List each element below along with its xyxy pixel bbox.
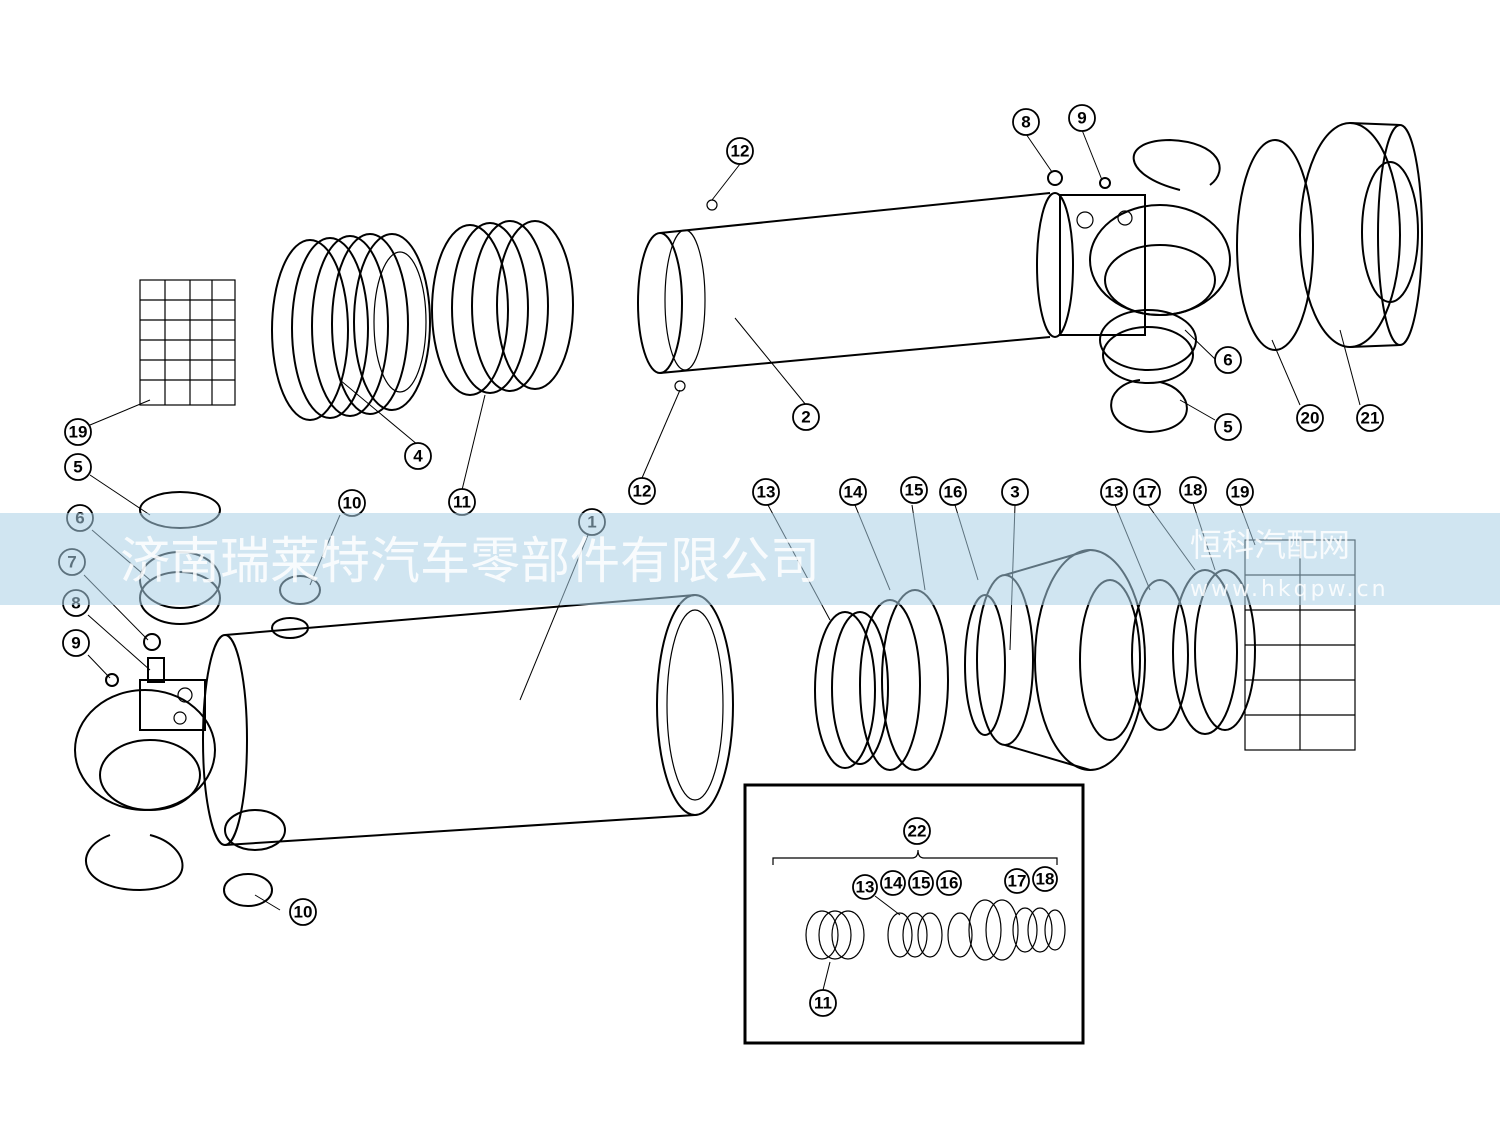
svg-text:18: 18 xyxy=(1036,870,1055,889)
svg-text:16: 16 xyxy=(940,874,959,893)
svg-text:10: 10 xyxy=(343,494,362,513)
svg-text:14: 14 xyxy=(884,874,903,893)
svg-text:3: 3 xyxy=(1010,483,1019,502)
nut-9 xyxy=(105,673,119,687)
callout-10-top: 10 xyxy=(338,489,366,517)
svg-text:19: 19 xyxy=(1231,483,1250,502)
snap-ring-top xyxy=(1132,138,1221,191)
svg-text:9: 9 xyxy=(1077,109,1086,128)
callout-10-bottom: 10 xyxy=(289,898,317,926)
svg-text:17: 17 xyxy=(1138,483,1157,502)
watermark-site-name: 恒科汽配网 xyxy=(1190,526,1350,564)
callout-18-inset: 18 xyxy=(1032,866,1058,892)
bolt-set-top xyxy=(139,279,236,406)
svg-text:13: 13 xyxy=(1105,483,1124,502)
svg-text:19: 19 xyxy=(69,423,88,442)
callout-12-mid: 12 xyxy=(628,477,656,505)
callout-3: 3 xyxy=(1001,478,1029,506)
callout-13-inset: 13 xyxy=(852,874,878,900)
watermark: 济南瑞莱特汽车零部件有限公司 恒科汽配网 www.hkqpw.cn xyxy=(0,513,1500,605)
plug-8 xyxy=(147,657,165,683)
rod-eye-top xyxy=(1036,170,1231,338)
cover-21 xyxy=(1299,122,1423,348)
callout-14-mid: 14 xyxy=(839,478,867,506)
svg-text:17: 17 xyxy=(1008,872,1027,891)
callout-13-mid: 13 xyxy=(752,478,780,506)
callout-16-inset: 16 xyxy=(936,870,962,896)
callout-20: 20 xyxy=(1296,404,1324,432)
ring-15 xyxy=(881,589,949,771)
ring-14 xyxy=(859,599,921,771)
ring-13-bottom xyxy=(814,611,889,769)
plug-10-bottom xyxy=(223,873,273,907)
snap-ring-bottom xyxy=(85,834,184,892)
svg-text:22: 22 xyxy=(908,822,927,841)
svg-text:14: 14 xyxy=(844,483,863,502)
watermark-site-url: www.hkqpw.cn xyxy=(1190,577,1389,602)
svg-text:11: 11 xyxy=(453,493,471,512)
snap-ring-5-top xyxy=(1110,379,1188,434)
callout-14-inset: 14 xyxy=(880,870,906,896)
watermark-band xyxy=(0,513,1500,605)
callout-16-mid: 16 xyxy=(939,478,967,506)
cylinder-tube-2 xyxy=(637,192,1051,392)
svg-text:13: 13 xyxy=(856,878,875,897)
watermark-company: 济南瑞莱特汽车零部件有限公司 xyxy=(120,532,820,590)
callout-22: 22 xyxy=(903,817,931,845)
svg-text:15: 15 xyxy=(912,874,931,893)
callout-11-inset: 11 xyxy=(809,989,837,1017)
callout-9-top: 9 xyxy=(1068,104,1096,132)
ring-set-11 xyxy=(431,220,574,396)
svg-text:16: 16 xyxy=(944,483,963,502)
callout-21: 21 xyxy=(1356,404,1384,432)
callout-5-top: 5 xyxy=(1214,413,1242,441)
svg-text:20: 20 xyxy=(1301,409,1320,428)
callout-17-inset: 17 xyxy=(1004,868,1030,894)
svg-text:8: 8 xyxy=(1021,113,1030,132)
svg-text:11: 11 xyxy=(814,994,832,1013)
callout-6-top: 6 xyxy=(1214,346,1242,374)
svg-text:18: 18 xyxy=(1184,481,1203,500)
ring-16 xyxy=(964,594,1006,736)
seal-20 xyxy=(1236,139,1314,351)
callout-12-top: 12 xyxy=(726,137,754,165)
svg-text:6: 6 xyxy=(1223,351,1232,370)
callout-19-right: 19 xyxy=(1226,478,1254,506)
svg-text:2: 2 xyxy=(801,408,810,427)
svg-text:15: 15 xyxy=(905,481,924,500)
callout-4: 4 xyxy=(404,442,432,470)
svg-text:12: 12 xyxy=(731,142,750,161)
callout-13-right: 13 xyxy=(1100,478,1128,506)
callout-9-left: 9 xyxy=(62,629,90,657)
svg-text:12: 12 xyxy=(633,482,652,501)
svg-text:21: 21 xyxy=(1361,409,1380,428)
seal-pack-4 xyxy=(271,233,431,421)
callout-11-top: 11 xyxy=(448,488,476,516)
svg-text:13: 13 xyxy=(757,483,776,502)
callout-15-mid: 15 xyxy=(900,476,928,504)
inset-seal-kit xyxy=(743,783,1085,1045)
bushing-6-top xyxy=(1099,309,1197,384)
barrel-1 xyxy=(202,594,734,851)
callout-5-left: 5 xyxy=(64,453,92,481)
svg-text:4: 4 xyxy=(413,447,423,466)
callout-15-inset: 15 xyxy=(908,870,934,896)
grease-nipple-7 xyxy=(143,633,161,651)
callout-18-mid: 18 xyxy=(1179,476,1207,504)
rod-eye-left xyxy=(74,679,216,811)
callout-2: 2 xyxy=(792,403,820,431)
svg-text:5: 5 xyxy=(1223,418,1232,437)
svg-text:10: 10 xyxy=(294,903,313,922)
callout-17-mid: 17 xyxy=(1133,478,1161,506)
svg-text:9: 9 xyxy=(71,634,80,653)
svg-text:5: 5 xyxy=(73,458,82,477)
callout-8-top: 8 xyxy=(1012,108,1040,136)
callout-19-top: 19 xyxy=(64,418,92,446)
